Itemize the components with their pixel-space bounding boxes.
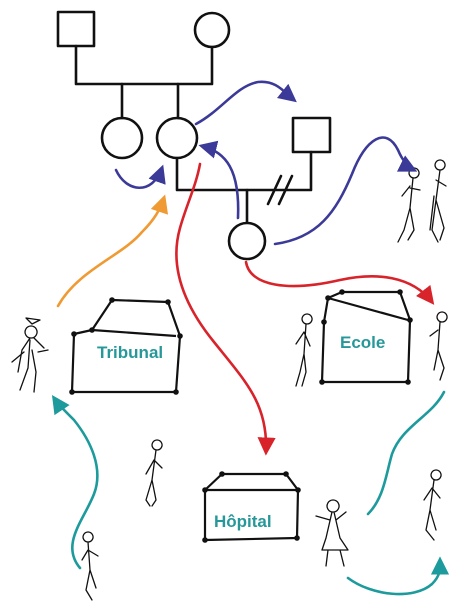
daughter-circle-left: [100, 116, 144, 160]
figure-ecole-1: [295, 313, 313, 387]
tribunal-label: Tribunal: [97, 343, 163, 362]
figure-ecole-2: [429, 311, 448, 381]
red-arrow-hopital: [175, 162, 276, 456]
arrows: [51, 80, 450, 596]
building-tribunal: Tribunal: [69, 297, 183, 395]
child-circle: [227, 221, 267, 261]
building-ecole: Ecole: [319, 289, 413, 385]
figure-top-right-2: [429, 159, 447, 243]
figure-hopital: [315, 499, 349, 567]
building-corners: [202, 471, 301, 543]
stick-figures: [11, 159, 448, 601]
divorce-marks: [266, 174, 294, 206]
siblings-line: [120, 82, 180, 120]
genogram: [56, 10, 332, 261]
hopital-label: Hôpital: [214, 512, 272, 531]
building-outline: [320, 290, 412, 384]
navy-arrow-top: [194, 80, 297, 126]
orange-arrow-tribunal: [56, 194, 169, 308]
navy-arrow-right: [273, 136, 418, 246]
building-corners: [69, 297, 183, 395]
grandparents-marriage-line: [74, 44, 214, 86]
figure-middle: [145, 439, 163, 507]
teal-arrow-bottom: [346, 556, 450, 596]
teal-arrow-left: [51, 394, 99, 570]
couple-line: [175, 150, 313, 192]
building-hopital: Hôpital: [202, 471, 301, 543]
navy-arrow-back: [198, 140, 240, 220]
navy-arrow-loop: [114, 164, 166, 189]
teal-arrow-right: [366, 390, 446, 516]
ecole-label: Ecole: [340, 333, 385, 352]
red-arrow-ecole: [244, 260, 435, 305]
figure-bottom-left: [81, 531, 99, 601]
daughter-circle-right: [155, 116, 199, 160]
building-corners: [319, 289, 413, 385]
figure-judge: [11, 317, 49, 393]
grandfather-square: [56, 10, 96, 48]
partner-square: [291, 116, 332, 154]
figure-top-right-1: [397, 167, 421, 243]
grandmother-circle: [193, 11, 231, 49]
figure-bottom-right: [423, 469, 442, 541]
building-outline: [70, 298, 182, 394]
